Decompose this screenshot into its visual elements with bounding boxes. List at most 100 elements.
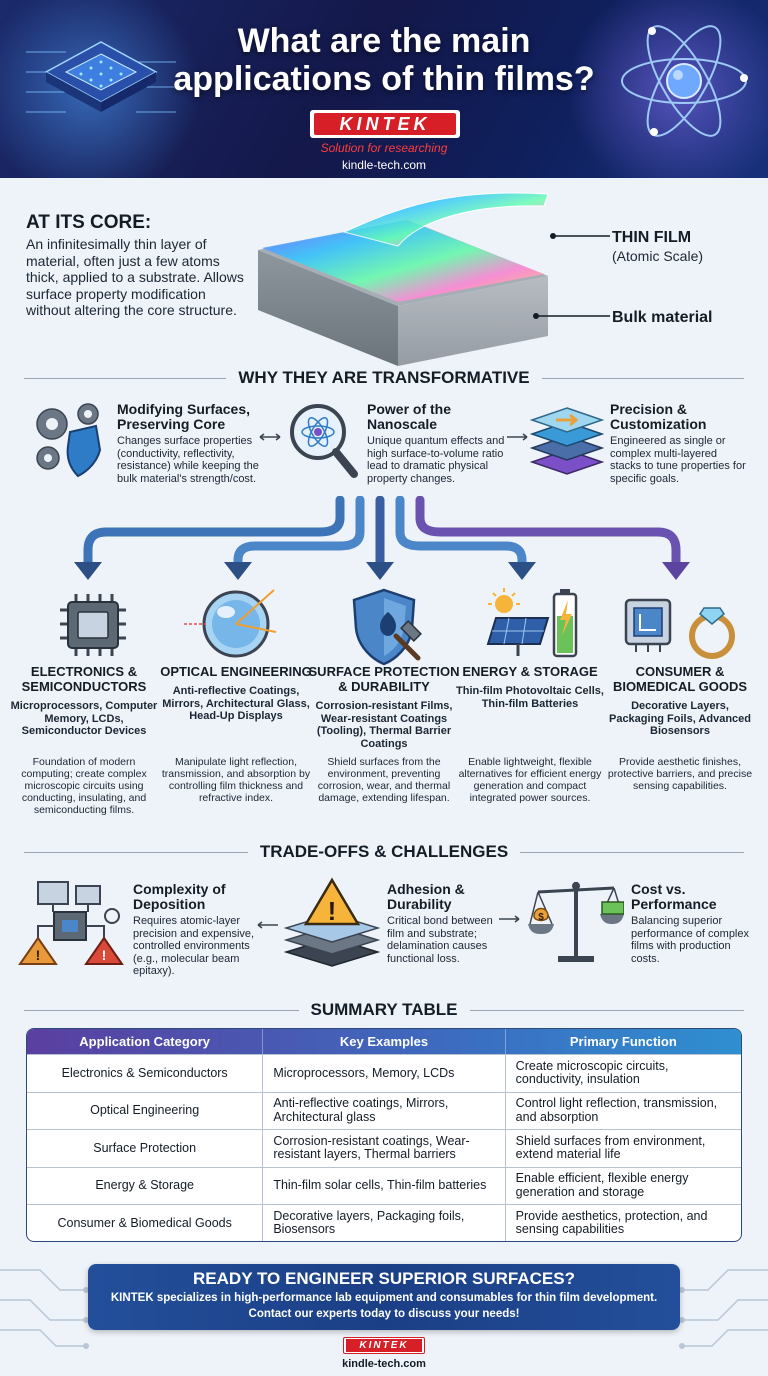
flow-arrows-diagram (74, 496, 690, 580)
site-url-top[interactable]: kindle-tech.com (341, 158, 427, 172)
application-surface-protection: SURFACE PROTECTION & DURABILITY Corrosio… (308, 664, 460, 750)
tradeoffs-heading-row: TRADE-OFFS & CHALLENGES (24, 842, 745, 862)
transformative-item-2: Power of the Nanoscale Unique quantum ef… (367, 402, 517, 485)
application-examples: Anti-reflective Coatings, Mirrors, Archi… (162, 685, 310, 722)
summary-table: Application Category Key Examples Primar… (26, 1028, 742, 1242)
table-row: Surface Protection Corrosion-resistant c… (27, 1129, 741, 1167)
warning-layers-icon: ! (284, 877, 380, 967)
kintek-logo: KINTEK (310, 110, 460, 138)
tradeoff-item-title: Cost vs. Performance (631, 881, 717, 912)
deposition-system-icon: ! ! (18, 881, 124, 965)
column-header: Application Category (79, 1033, 211, 1049)
shield-hammer-icon (352, 588, 422, 666)
table-cell-examples: Corrosion-resistant coatings, Wear-resis… (262, 1130, 504, 1167)
chip-icon (60, 594, 126, 656)
application-examples: Corrosion-resistant Films, Wear-resistan… (315, 700, 453, 750)
summary-heading: SUMMARY TABLE (310, 1000, 458, 1019)
table-cell-category: Surface Protection (93, 1140, 197, 1155)
tradeoff-item-text: Requires atomic-layer precision and expe… (133, 915, 255, 977)
application-description: Manipulate light reflection, transmissio… (161, 756, 311, 804)
table-cell-category: Consumer & Biomedical Goods (57, 1215, 232, 1230)
gears-shield-icon (36, 403, 102, 478)
tradeoff-item-3: Cost vs. Performance Balancing superior … (631, 882, 751, 965)
divider-line (541, 377, 744, 379)
transformative-heading: WHY THEY ARE TRANSFORMATIVE (238, 368, 530, 387)
summary-heading-row: SUMMARY TABLE (24, 1000, 745, 1020)
table-cell-function: Provide aesthetics, protection, and sens… (504, 1205, 741, 1241)
kintek-logo-text: KINTEK (314, 113, 456, 135)
right-arrow-icon (499, 915, 520, 923)
thin-film-label: THIN FILM (612, 229, 692, 246)
double-arrow-icon (259, 433, 281, 441)
table-cell-category: Electronics & Semiconductors (61, 1065, 228, 1080)
table-row: Consumer & Biomedical Goods Decorative l… (27, 1204, 741, 1241)
call-to-action-banner[interactable]: READY TO ENGINEER SUPERIOR SURFACES? KIN… (88, 1264, 680, 1330)
svg-text:$: $ (538, 912, 544, 923)
application-examples: Thin-film Photovoltaic Cells, Thin-film … (456, 685, 604, 710)
transformative-item-title: Precision & Customization (610, 401, 707, 432)
thin-film-sublabel: (Atomic Scale) (612, 248, 704, 264)
table-cell-function: Shield surfaces from environment, extend… (504, 1130, 741, 1167)
kintek-logo-footer-text: KINTEK (346, 1339, 422, 1352)
core-heading: AT ITS CORE: (26, 212, 152, 233)
microchip-icon (26, 41, 176, 113)
table-cell-function: Control light reflection, transmission, … (504, 1092, 741, 1129)
application-title: ENERGY & STORAGE (462, 664, 598, 679)
bulk-material-label: Bulk material (612, 309, 713, 326)
header-banner: What are the main applications of thin f… (0, 0, 768, 178)
application-electronics: ELECTRONICS & SEMICONDUCTORS Microproces… (8, 664, 160, 738)
table-cell-category: Energy & Storage (95, 1178, 194, 1192)
application-optical: OPTICAL ENGINEERING Anti-reflective Coat… (160, 664, 312, 723)
cta-line-1: KINTEK specializes in high-performance l… (110, 1292, 658, 1304)
divider-line (469, 1009, 745, 1011)
transformative-item-1: Modifying Surfaces, Preserving Core Chan… (117, 402, 277, 485)
magnifier-atom-icon (290, 404, 358, 478)
circuit-decoration-right (679, 1269, 768, 1349)
application-examples: Microprocessors, Computer Memory, LCDs, … (10, 700, 158, 737)
svg-text:!: ! (102, 947, 107, 963)
tradeoff-item-text: Balancing superior performance of comple… (631, 915, 749, 965)
application-energy: ENERGY & STORAGE Thin-film Photovoltaic … (454, 664, 606, 710)
divider-line (24, 1009, 299, 1011)
tradeoff-item-title: Complexity of Deposition (133, 881, 226, 912)
title-line-2: applications of thin films? (173, 60, 595, 98)
layer-stack-icon (530, 407, 604, 475)
transformative-item-title: Modifying Surfaces, Preserving Core (117, 401, 251, 432)
ring-sensor-icon (624, 598, 735, 659)
application-title: OPTICAL ENGINEERING (160, 664, 312, 679)
table-header-row: Application Category Key Examples Primar… (27, 1029, 741, 1054)
tradeoff-item-text: Critical bond between film and substrate… (387, 915, 493, 965)
left-arrow-icon (257, 921, 278, 929)
lens-icon (184, 589, 277, 658)
solar-battery-icon (486, 588, 578, 658)
divider-line (24, 377, 227, 379)
tagline: Solution for researching (320, 141, 448, 155)
application-title: SURFACE PROTECTION & DURABILITY (308, 664, 460, 694)
table-cell-examples: Microprocessors, Memory, LCDs (262, 1055, 504, 1092)
transformative-item-text: Unique quantum effects and high surface-… (367, 435, 505, 485)
table-row: Electronics & Semiconductors Microproces… (27, 1054, 741, 1092)
application-title: ELECTRONICS & SEMICONDUCTORS (21, 664, 147, 694)
divider-line (520, 851, 745, 853)
table-row: Energy & Storage Thin-film solar cells, … (27, 1166, 741, 1204)
core-text: An infinitesimally thin layer of materia… (26, 236, 244, 318)
title-line-1: What are the main (237, 22, 531, 60)
application-description: Shield surfaces from the environment, pr… (317, 756, 451, 804)
cta-line-2: Contact our experts today to discuss you… (248, 1308, 520, 1320)
table-cell-examples: Thin-film solar cells, Thin-film batteri… (262, 1167, 504, 1204)
tradeoff-item-2: Adhesion & Durability Critical bond betw… (387, 882, 503, 965)
transformative-item-3: Precision & Customization Engineered as … (610, 402, 750, 485)
circuit-decoration-left (0, 1269, 89, 1349)
transformative-item-text: Changes surface properties (conductivity… (117, 435, 259, 485)
site-url-footer[interactable]: kindle-tech.com (342, 1358, 426, 1370)
header-glow-right (548, 0, 768, 178)
divider-line (24, 851, 248, 853)
thin-film-illustration (258, 192, 610, 366)
transformative-item-text: Engineered as single or complex multi-la… (610, 435, 746, 485)
column-header: Key Examples (262, 1029, 504, 1054)
kintek-logo-footer: KINTEK (343, 1337, 425, 1354)
application-description: Provide aesthetic finishes, protective b… (607, 756, 753, 792)
application-examples: Decorative Layers, Packaging Foils, Adva… (608, 700, 752, 737)
balance-scale-icon: $ (528, 882, 624, 962)
page-title: What are the main applications of thin f… (110, 22, 658, 98)
